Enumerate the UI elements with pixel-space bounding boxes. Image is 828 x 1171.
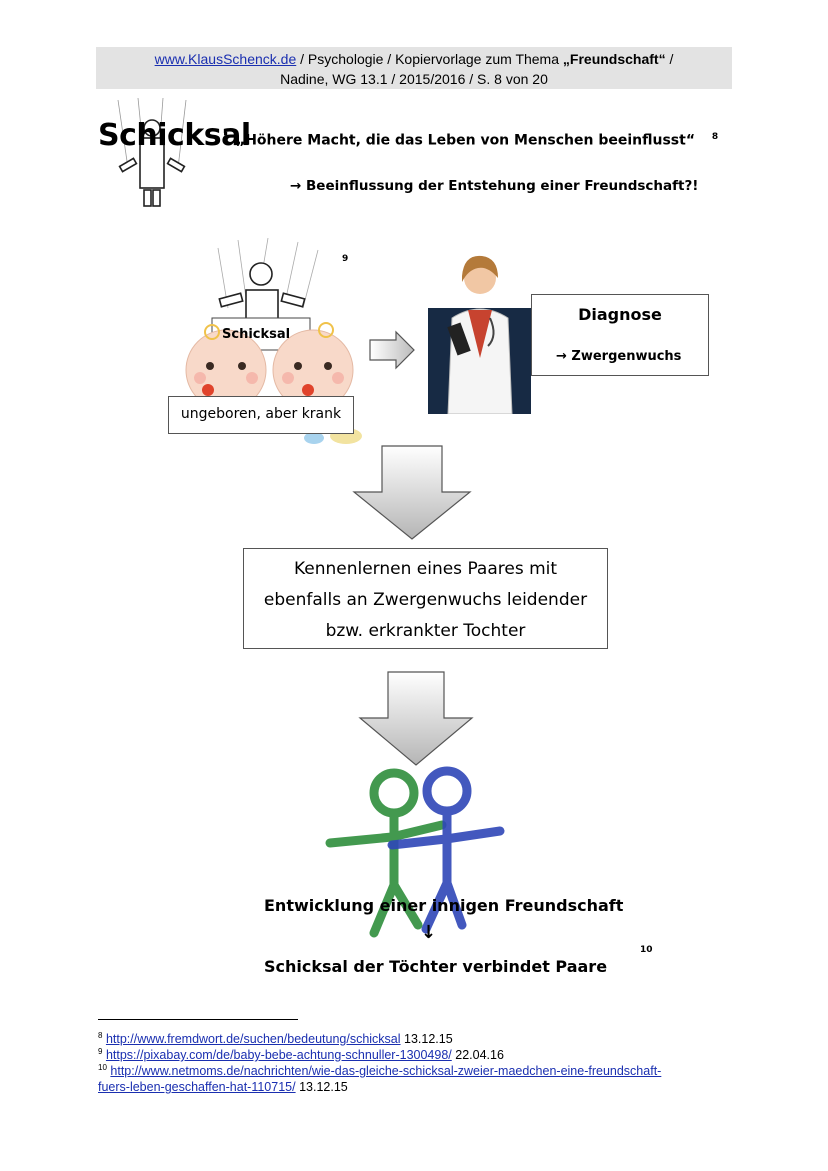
- footnote-number: 9: [98, 1047, 103, 1056]
- doctor-illustration: [428, 255, 531, 414]
- schicksal-label: Schicksal: [222, 327, 291, 342]
- site-link[interactable]: www.KlausSchenck.de: [154, 51, 297, 67]
- title-colon: :: [222, 126, 230, 147]
- header-text-a: / Psychologie / Kopiervorlage zum Thema: [296, 51, 563, 67]
- question: → Beeinflussung der Entstehung einer Fre…: [290, 178, 699, 194]
- definition: „Höhere Macht, die das Leben von Mensche…: [236, 132, 718, 149]
- page-title: Schicksal: [98, 118, 251, 153]
- footnote-link[interactable]: https://pixabay.com/de/baby-bebe-achtung…: [105, 1048, 452, 1063]
- meeting-line-3: bzw. erkrankter Tochter: [325, 621, 526, 641]
- footnote-link-cont[interactable]: fuers-leben-geschaffen-hat-110715/: [98, 1080, 296, 1095]
- footnote-link[interactable]: http://www.netmoms.de/nachrichten/wie-da…: [110, 1064, 662, 1079]
- footnote-number: 8: [98, 1031, 103, 1040]
- footnote-date: 13.12.15: [400, 1032, 453, 1047]
- down-arrow-icon: [358, 671, 474, 766]
- definition-text: „Höhere Macht, die das Leben von Mensche…: [236, 132, 696, 149]
- page-header: www.KlausSchenck.de / Psychologie / Kopi…: [96, 47, 732, 89]
- right-arrow-icon: [369, 330, 415, 370]
- footnote-8: 8 http://www.fremdwort.de/suchen/bedeutu…: [98, 1028, 453, 1047]
- small-down-arrow: ↓: [421, 922, 437, 943]
- development-text: Entwicklung einer innigen Freundschaft: [264, 896, 624, 915]
- footnote-date: 22.04.16: [451, 1048, 504, 1063]
- meeting-line-2: ebenfalls an Zwergenwuchs leidender: [263, 590, 588, 610]
- footnote-9: 9 https://pixabay.com/de/baby-bebe-achtu…: [98, 1044, 504, 1063]
- unborn-text: ungeboren, aber krank: [180, 406, 342, 422]
- unborn-box: ungeboren, aber krank: [168, 396, 354, 434]
- meeting-line-1: Kennenlernen eines Paares mit: [293, 559, 558, 579]
- header-line-2: Nadine, WG 13.1 / 2015/2016 / S. 8 von 2…: [280, 71, 548, 87]
- diagnose-box: Diagnose → Zwergenwuchs: [531, 294, 709, 376]
- footnote-ref-9: 9: [342, 254, 349, 264]
- down-arrow-icon: [352, 445, 472, 540]
- footnote-link[interactable]: http://www.fremdwort.de/suchen/bedeutung…: [105, 1032, 401, 1047]
- footnote-10: 10 http://www.netmoms.de/nachrichten/wie…: [98, 1060, 661, 1095]
- babies-illustration: [185, 238, 362, 444]
- meeting-box: Kennenlernen eines Paares mit ebenfalls …: [243, 548, 608, 649]
- footnote-separator: [98, 1019, 298, 1020]
- diagnose-title: Diagnose: [578, 305, 662, 324]
- footnote-ref-8: 8: [711, 132, 719, 142]
- puppet-illustration: [117, 98, 187, 207]
- footnote-ref-10: 10: [640, 945, 653, 955]
- footnote-number: 10: [98, 1063, 107, 1072]
- footnote-date: 13.12.15: [295, 1080, 348, 1095]
- friends-illustration: [325, 766, 505, 938]
- diagnose-result: → Zwergenwuchs: [556, 349, 682, 364]
- header-line-1: www.KlausSchenck.de / Psychologie / Kopi…: [96, 49, 732, 69]
- header-topic: „Freundschaft“: [562, 51, 666, 67]
- result-text: Schicksal der Töchter verbindet Paare: [264, 957, 608, 976]
- header-text-b: /: [665, 51, 674, 67]
